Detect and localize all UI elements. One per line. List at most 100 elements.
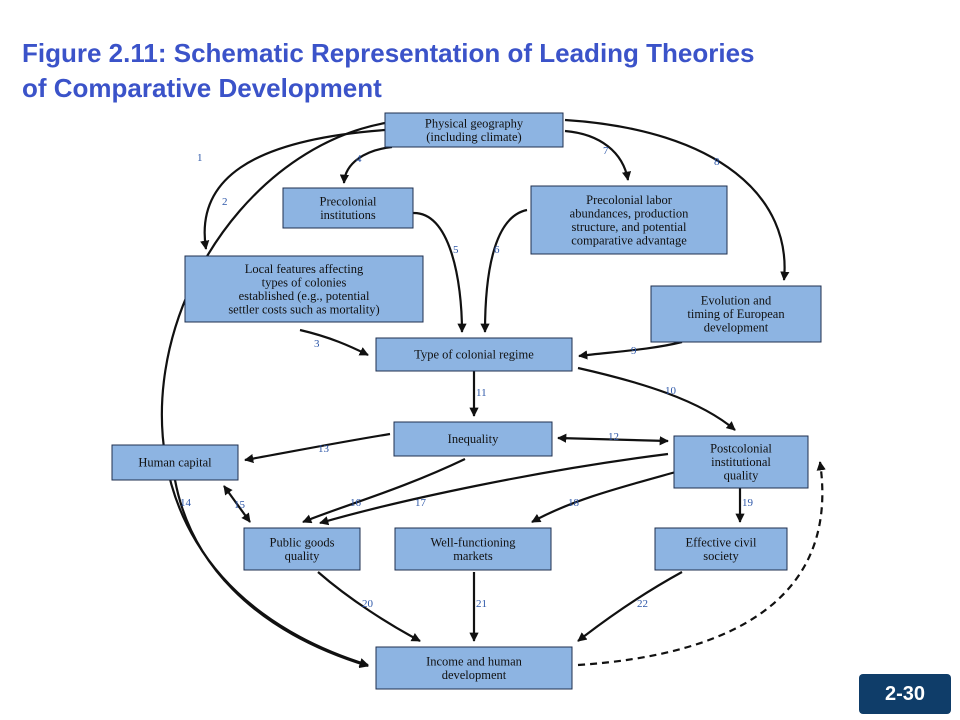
edge-label-1: 1 xyxy=(197,152,203,164)
node-box xyxy=(375,646,573,690)
node-label-line: society xyxy=(703,549,739,563)
edge-label-3: 3 xyxy=(314,338,320,350)
edge-label-22: 22 xyxy=(637,598,648,610)
edge-label-7: 7 xyxy=(603,145,609,157)
edge-label-21: 21 xyxy=(476,598,487,610)
node-label-line: timing of European xyxy=(687,307,785,321)
node-label-line: settler costs such as mortality) xyxy=(228,302,379,316)
edge-label-5: 5 xyxy=(453,244,459,256)
node-label-line: Type of colonial regime xyxy=(414,348,534,362)
edge-public-goods-to-income xyxy=(317,571,421,642)
node-box xyxy=(282,187,414,229)
edge-local-features-to-colonial-regime xyxy=(299,328,369,356)
edge-inequality-to-human-capital xyxy=(244,432,391,464)
node-colonial-regime: Type of colonial regime xyxy=(375,337,573,372)
node-box xyxy=(673,435,809,489)
edge-colonial-regime-to-postcolonial-quality xyxy=(577,366,736,431)
edge-label-4: 4 xyxy=(356,153,362,165)
edge-inequality-to-postcolonial-quality xyxy=(557,433,669,446)
edge-label-12: 12 xyxy=(608,431,619,443)
node-box xyxy=(184,255,424,323)
node-label-line: quality xyxy=(724,469,759,483)
nodes-layer: Physical geography(including climate) Pre… xyxy=(111,112,822,690)
node-box xyxy=(375,337,573,372)
slide-title-line-2: of Comparative Development xyxy=(22,73,382,103)
edge-physical-geography-to-local-features xyxy=(200,128,386,250)
slide-title-line-1: Figure 2.11: Schematic Representation of… xyxy=(22,38,755,68)
edge-precolonial-labor-to-colonial-regime xyxy=(564,129,632,181)
node-label-line: institutions xyxy=(320,208,376,222)
node-box xyxy=(111,444,239,481)
node-label-line: Physical geography xyxy=(425,116,524,130)
edge-label-18: 18 xyxy=(568,497,580,509)
edge-label-16: 16 xyxy=(350,497,362,509)
node-label-line: Precolonial xyxy=(320,194,377,208)
page-number: 2-30 xyxy=(884,683,926,705)
edge-inequality-to-public-goods xyxy=(302,458,466,524)
node-label-line: comparative advantage xyxy=(571,233,687,247)
node-label-line: Precolonial labor xyxy=(586,193,673,207)
slide-title: Figure 2.11: Schematic Representation of… xyxy=(22,36,942,106)
edge-civil-society-to-income xyxy=(577,571,683,642)
node-label-line: Well-functioning xyxy=(430,535,516,549)
node-label-line: Postcolonial xyxy=(710,442,772,456)
page-number-badge: 2-30 xyxy=(859,674,951,714)
node-box xyxy=(650,285,822,343)
node-label-line: Effective civil xyxy=(686,535,757,549)
edge-label-13: 13 xyxy=(318,443,330,455)
edge-human-capital-to-public-goods xyxy=(223,485,251,523)
edge-label-6: 6 xyxy=(494,244,500,256)
node-inequality: Inequality xyxy=(393,421,553,457)
edge-income-to-postcolonial-quality xyxy=(577,461,826,667)
node-box xyxy=(394,527,552,571)
edge-label-10: 10 xyxy=(665,385,677,397)
edge-label-2: 2 xyxy=(222,196,228,208)
edge-physical-geography-to-precolonial-labor xyxy=(480,208,528,333)
node-label-line: quality xyxy=(285,549,320,563)
node-label-line: Public goods xyxy=(270,535,335,549)
node-label-line: institutional xyxy=(711,455,771,469)
edge-label-14: 14 xyxy=(180,497,192,509)
edge-label-11: 11 xyxy=(476,387,487,399)
edge-label-9: 9 xyxy=(631,345,637,357)
edge-european-development-to-colonial-regime xyxy=(578,340,683,360)
node-label-line: abundances, production xyxy=(570,206,689,220)
edge-physical-geography-to-precolonial-institutions xyxy=(339,145,393,184)
edge-postcolonial-quality-to-public-goods xyxy=(319,452,669,526)
edge-label-8: 8 xyxy=(714,156,720,168)
node-physical-geography: Physical geography(including climate) xyxy=(384,112,564,148)
node-human-capital: Human capital xyxy=(111,444,239,481)
node-label-line: established (e.g., potential xyxy=(239,289,370,303)
edge-precolonial-institutions-to-colonial-regime xyxy=(412,211,467,333)
node-box xyxy=(243,527,361,571)
edge-label-17: 17 xyxy=(415,497,427,509)
node-label-line: development xyxy=(442,668,507,682)
edge-postcolonial-quality-to-markets xyxy=(531,466,691,523)
edge-label-15: 15 xyxy=(234,499,246,511)
edge-human-capital-to-income xyxy=(173,479,369,668)
node-box xyxy=(384,112,564,148)
node-box xyxy=(393,421,553,457)
node-label-line: development xyxy=(704,321,769,335)
node-label-line: Evolution and xyxy=(701,294,772,308)
node-label-line: Human capital xyxy=(138,456,212,470)
node-label-line: Local features affecting xyxy=(245,262,364,276)
node-label-line: markets xyxy=(453,549,493,563)
node-label-line: types of colonies xyxy=(262,275,347,289)
edge-label-19: 19 xyxy=(742,497,754,509)
edge-physical-geography-to-european-development xyxy=(564,118,790,281)
node-box xyxy=(530,185,728,255)
node-label-line: Income and human xyxy=(426,654,523,668)
node-label-line: structure, and potential xyxy=(572,220,687,234)
